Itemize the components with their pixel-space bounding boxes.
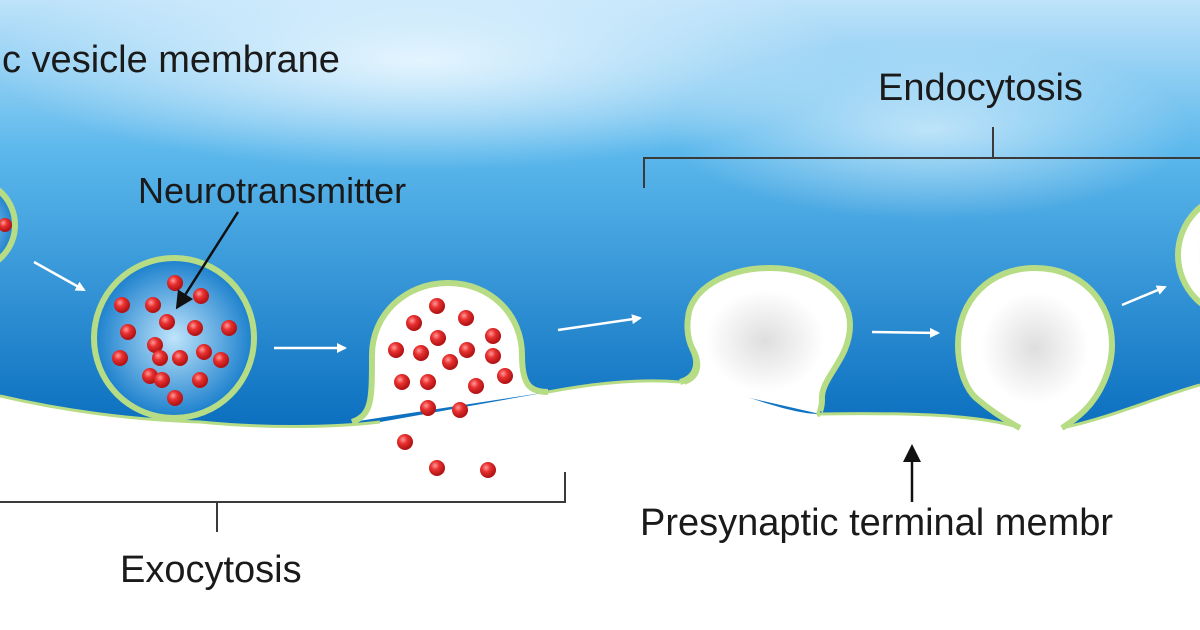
neurotransmitter-dot [147, 337, 163, 353]
neurotransmitter-label: Neurotransmitter [138, 170, 406, 211]
cycle-arrow [871, 327, 940, 338]
neurotransmitter-dot [480, 462, 496, 478]
synaptic-vesicle-filled [91, 255, 257, 421]
neurotransmitter-dot [452, 402, 468, 418]
neurotransmitter-dot [497, 368, 513, 384]
presynaptic-membrane-label: Presynaptic terminal membr [640, 502, 1113, 544]
neurotransmitter-dot [167, 275, 183, 291]
neurotransmitter-dot [468, 378, 484, 394]
cycle-arrow [1121, 285, 1167, 307]
neurotransmitter-dot [429, 298, 445, 314]
exocytosis-bracket [0, 472, 566, 532]
neurotransmitter-dot [442, 354, 458, 370]
neurotransmitter-dot [193, 288, 209, 304]
neurotransmitter-dot [112, 350, 128, 366]
neurotransmitter-dot [120, 324, 136, 340]
neurotransmitter-dot [485, 328, 501, 344]
vesicle-partial-right [1175, 203, 1200, 307]
neurotransmitter-dot [459, 342, 475, 358]
pinching-vesicle [954, 264, 1116, 431]
neurotransmitter-dot [413, 345, 429, 361]
neurotransmitter-dot [159, 314, 175, 330]
presynaptic-membrane-line [547, 379, 681, 394]
neurotransmitter-dot [394, 374, 410, 390]
neurotransmitter-dot [430, 330, 446, 346]
neurotransmitter-dot [154, 372, 170, 388]
neurotransmitter-dot [0, 218, 12, 232]
neurotransmitter-dot [213, 352, 229, 368]
neurotransmitter-dot [420, 400, 436, 416]
neurotransmitter-dot [458, 310, 474, 326]
released-neurotransmitter [388, 298, 513, 478]
neurotransmitter-dot [196, 344, 212, 360]
endocytosis-bracket [643, 127, 1200, 188]
neurotransmitter-dot [388, 342, 404, 358]
cytoplasm-highlight [670, 40, 1190, 220]
neurotransmitter-dot [406, 315, 422, 331]
neurotransmitter-dot [192, 372, 208, 388]
cycle-arrow [33, 260, 86, 292]
neurotransmitter-dot [429, 460, 445, 476]
neurotransmitter-pointer-arrow [175, 211, 240, 310]
neurotransmitter-dot [152, 350, 168, 366]
neurotransmitter-dot [397, 434, 413, 450]
presynaptic-membrane-line [0, 394, 381, 428]
neurotransmitter-dot [187, 320, 203, 336]
neurotransmitter-dot [167, 390, 183, 406]
endocytic-pit-vesicle [679, 264, 854, 417]
pit-neck [682, 346, 701, 385]
neurotransmitter-cluster [112, 275, 237, 406]
exocytosis-label: Exocytosis [120, 549, 302, 591]
neurotransmitter-dot [172, 350, 188, 366]
neurotransmitter-dot [145, 297, 161, 313]
vesicle-membrane-label: c vesicle membrane [2, 39, 340, 81]
endocytosis-label: Endocytosis [878, 67, 1083, 109]
neurotransmitter-dot [420, 374, 436, 390]
neurotransmitter-dot [114, 297, 130, 313]
neurotransmitter-dot [485, 348, 501, 364]
cycle-arrow [557, 314, 642, 332]
neurotransmitter-dot [221, 320, 237, 336]
cytoplasm-highlight [0, 0, 850, 170]
presynaptic-membrane-line [1061, 383, 1200, 430]
